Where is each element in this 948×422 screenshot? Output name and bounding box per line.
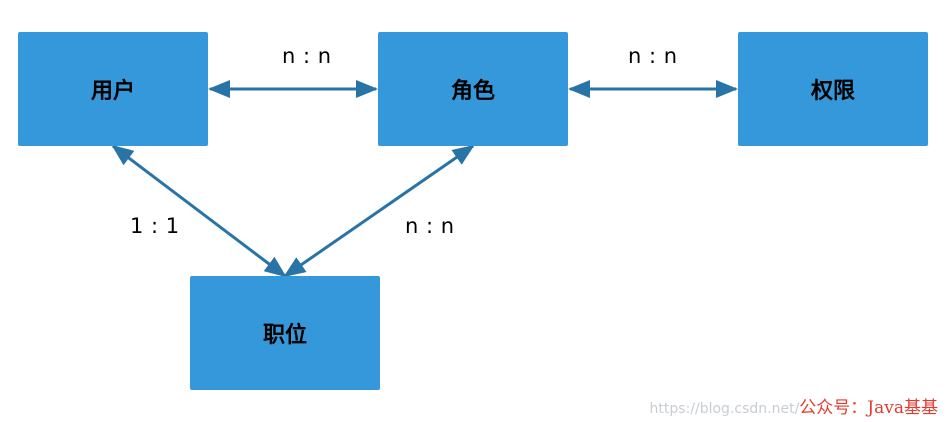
edge-user-post <box>111 144 287 278</box>
watermark: https://blog.csdn.net/公众号：Java基基 <box>650 393 938 418</box>
node-user-label: 用户 <box>90 79 135 104</box>
node-user: 用户 <box>18 32 208 146</box>
node-permission-label: 权限 <box>810 79 855 104</box>
relation-role-post: n : n <box>405 214 455 238</box>
watermark-brand: 公众号：Java基基 <box>799 398 938 418</box>
relation-role-permission: n : n <box>628 44 678 68</box>
node-post: 职位 <box>190 276 380 390</box>
node-role: 角色 <box>378 32 568 146</box>
node-post-label: 职位 <box>262 323 307 348</box>
node-role-label: 角色 <box>450 79 495 104</box>
relation-user-post: 1 : 1 <box>130 214 180 238</box>
watermark-url: https://blog.csdn.net/ <box>649 401 800 417</box>
relation-user-role: n : n <box>282 44 332 68</box>
edge-role-post <box>283 144 475 278</box>
node-permission: 权限 <box>738 32 928 146</box>
